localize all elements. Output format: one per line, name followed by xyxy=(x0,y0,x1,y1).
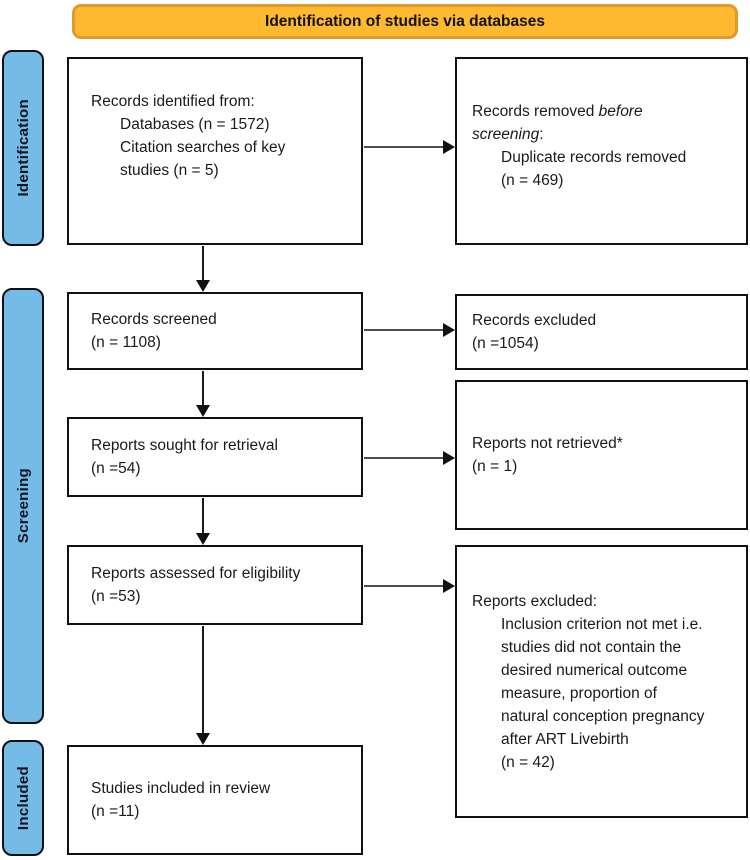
records-identified-line2: Databases (n = 1572) xyxy=(120,116,270,133)
records-screened-line1: Records screened xyxy=(91,311,217,328)
reports-sought-line1: Reports sought for retrieval xyxy=(91,437,278,454)
arrow-sought-to-not-retrieved xyxy=(364,451,455,465)
records-excluded-line1: Records excluded xyxy=(472,312,597,329)
records-removed-line4: (n = 469) xyxy=(501,172,564,189)
box-records-identified: Records identified from: Databases (n = … xyxy=(67,57,363,245)
records-screened-line2: (n = 1108) xyxy=(91,334,161,351)
records-excluded-line2: (n =1054) xyxy=(472,335,539,352)
reports-not-retrieved-line1: Reports not retrieved* xyxy=(472,435,623,452)
header-title: Identification of studies via databases xyxy=(265,12,545,30)
stage-bar-screening: Screening xyxy=(2,288,44,724)
box-reports-sought: Reports sought for retrieval (n =54) xyxy=(67,417,363,497)
stage-label-included: Included xyxy=(14,765,32,831)
stage-label-screening: Screening xyxy=(14,468,32,544)
arrow-assessed-to-included xyxy=(196,626,210,745)
header-banner: Identification of studies via databases xyxy=(72,4,738,39)
reports-assessed-line2: (n =53) xyxy=(91,588,141,605)
reports-excluded-line3: studies did not contain the xyxy=(501,638,682,656)
reports-excluded-line7: after ART Livebirth xyxy=(501,730,629,748)
reports-excluded-line2: Inclusion criterion not met i.e. xyxy=(501,615,703,633)
box-records-screened: Records screened (n = 1108) xyxy=(67,292,363,370)
arrow-identified-to-removed xyxy=(364,140,455,154)
box-records-removed: Records removed before screening: Duplic… xyxy=(455,57,748,245)
reports-excluded-line1: Reports excluded: xyxy=(472,592,597,610)
records-removed-line1-normal: Records removed xyxy=(472,103,599,120)
records-removed-line2: screening: xyxy=(472,123,740,146)
stage-label-identification: Identification xyxy=(14,99,32,197)
reports-sought-line2: (n =54) xyxy=(91,460,141,477)
reports-not-retrieved-line2: (n = 1) xyxy=(472,458,518,475)
records-removed-line1-italic: before xyxy=(598,103,643,120)
records-removed-line2-normal: : xyxy=(539,126,544,143)
records-identified-line4: studies (n = 5) xyxy=(120,162,219,179)
box-studies-included: Studies included in review (n =11) xyxy=(67,745,363,855)
stage-bar-included: Included xyxy=(2,740,44,856)
records-identified-line3: Citation searches of key xyxy=(120,139,286,156)
box-reports-excluded: Reports excluded: Inclusion criterion no… xyxy=(455,545,748,818)
studies-included-line2: (n =11) xyxy=(91,803,140,820)
reports-excluded-line5: measure, proportion of xyxy=(501,684,657,702)
arrow-sought-to-assessed xyxy=(196,498,210,545)
arrow-screened-to-sought xyxy=(196,371,210,417)
reports-excluded-line4: desired numerical outcome xyxy=(501,661,688,679)
reports-assessed-line1: Reports assessed for eligibility xyxy=(91,565,301,582)
arrow-assessed-to-reports-excluded xyxy=(364,579,455,593)
records-removed-line2-italic: screening xyxy=(472,126,540,143)
arrow-screened-to-excluded xyxy=(364,323,455,337)
box-reports-assessed: Reports assessed for eligibility (n =53) xyxy=(67,545,363,625)
studies-included-line1: Studies included in review xyxy=(91,780,271,797)
records-identified-line1: Records identified from: xyxy=(91,93,255,110)
arrow-identified-to-screened xyxy=(196,246,210,292)
records-removed-line3: Duplicate records removed xyxy=(501,149,687,166)
records-removed-line1: Records removed before xyxy=(472,100,740,123)
reports-excluded-line6: natural conception pregnancy xyxy=(501,707,705,725)
stage-bar-identification: Identification xyxy=(2,50,44,246)
reports-excluded-line8: (n = 42) xyxy=(501,753,555,771)
box-records-excluded: Records excluded (n =1054) xyxy=(455,294,748,370)
box-reports-not-retrieved: Reports not retrieved* (n = 1) xyxy=(455,380,748,530)
